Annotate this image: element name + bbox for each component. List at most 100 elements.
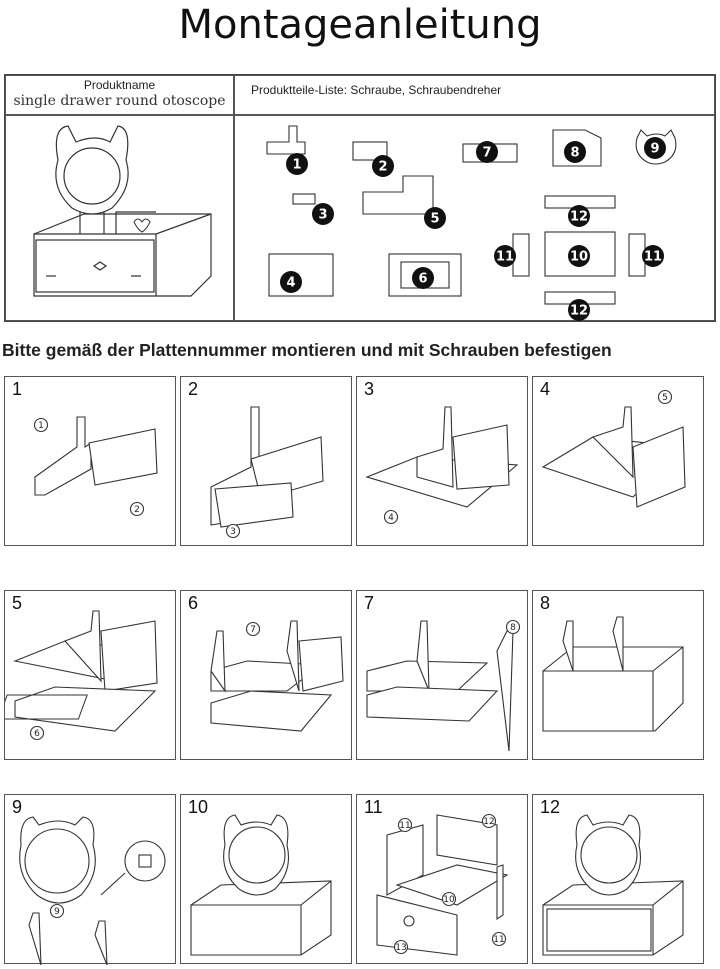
svg-text:11: 11 [496, 250, 514, 265]
svg-text:5: 5 [662, 393, 668, 403]
step-2-drawing: 3 [210, 406, 324, 539]
step-11-callout-11: 11 [491, 931, 507, 947]
part-number-badge-6: 6 [412, 267, 434, 289]
part-4-shape [268, 253, 334, 297]
parts-list-text: Produktteile-Liste: Schraube, Schraubend… [251, 83, 502, 97]
svg-text:10: 10 [443, 895, 455, 905]
svg-text:12: 12 [570, 304, 588, 319]
svg-text:7: 7 [250, 625, 256, 635]
assembly-instruction: Bitte gemäß der Plattennummer montieren … [2, 340, 612, 360]
step-2-callout-3: 3 [225, 523, 241, 539]
svg-text:11: 11 [644, 250, 662, 265]
svg-text:3: 3 [230, 527, 236, 537]
product-name-value: single drawer round otoscope [13, 93, 226, 109]
svg-text:3: 3 [318, 208, 327, 223]
svg-text:5: 5 [430, 212, 439, 227]
page-title: Montageanleitung [178, 2, 542, 48]
step-12-drawing [542, 814, 684, 956]
svg-text:7: 7 [482, 146, 491, 161]
part-number-badge-4: 4 [280, 271, 302, 293]
step-number: 5 [12, 593, 23, 613]
product-name-cell: Produktname single drawer round otoscope [5, 75, 234, 115]
parts-list-cell: Produktteile-Liste: Schraube, Schraubend… [234, 75, 715, 115]
svg-text:1: 1 [38, 421, 44, 431]
step-number: 3 [364, 379, 375, 399]
step-6-callout-7: 7 [245, 621, 261, 637]
part-number-badge-3: 3 [312, 203, 334, 225]
step-3-callout-4: 4 [383, 509, 399, 525]
step-11-drawing: 11 12 10 11 13 [376, 813, 509, 956]
step-number: 10 [188, 797, 209, 817]
svg-text:1: 1 [292, 158, 301, 173]
step-5-callout-6: 6 [29, 725, 45, 741]
step-number: 2 [188, 379, 199, 399]
part-number-badge-10: 10 [568, 245, 590, 267]
step-9-callout-9: 9 [49, 903, 65, 919]
step-11-callout-13: 13 [393, 939, 409, 955]
step-number: 12 [540, 797, 561, 817]
product-name-label: Produktname [83, 78, 156, 92]
part-number-badge-8: 8 [564, 141, 586, 163]
assembly-step-10: 10 [180, 794, 352, 964]
step-5-drawing: 6 [5, 610, 158, 741]
step-4-callout-5: 5 [657, 389, 673, 405]
svg-text:10: 10 [570, 250, 588, 265]
svg-text:6: 6 [34, 729, 40, 739]
part-1-shape [266, 125, 306, 155]
step-number: 1 [12, 379, 23, 399]
step-number: 9 [12, 797, 23, 817]
step-6-drawing: 7 [210, 620, 344, 732]
svg-text:4: 4 [388, 513, 394, 523]
product-overview-drawing [5, 115, 234, 321]
step-number: 4 [540, 379, 551, 399]
svg-text:2: 2 [378, 160, 387, 175]
part-number-badge-5: 5 [424, 207, 446, 229]
part-number-badge-12: 12 [568, 205, 590, 227]
svg-text:6: 6 [418, 272, 427, 287]
step-1-callout-2: 2 [129, 501, 145, 517]
step-1-drawing: 12 [33, 416, 158, 517]
svg-text:11: 11 [399, 821, 410, 831]
svg-text:9: 9 [650, 142, 659, 157]
part-5-shape [362, 175, 434, 215]
part-3-shape [292, 193, 316, 205]
svg-text:8: 8 [510, 623, 516, 633]
step-7-callout-8: 8 [505, 619, 521, 635]
step-1-callout-1: 1 [33, 417, 49, 433]
part-number-badge-11: 11 [642, 245, 664, 267]
part-number-badge-9: 9 [644, 137, 666, 159]
part-number-badge-12: 12 [568, 299, 590, 321]
assembly-step-11: 11 12 10 11 13 11 [356, 794, 528, 964]
svg-text:12: 12 [483, 817, 494, 827]
svg-text:12: 12 [570, 210, 588, 225]
assembly-step-12: 12 [532, 794, 704, 964]
step-number: 8 [540, 593, 551, 613]
step-11-callout-11: 11 [397, 817, 413, 833]
step-number: 6 [188, 593, 199, 613]
svg-text:4: 4 [286, 276, 295, 291]
svg-text:11: 11 [493, 935, 504, 945]
product-info-table: Produktname single drawer round otoscope… [4, 74, 716, 322]
svg-text:8: 8 [570, 146, 579, 161]
step-10-drawing [190, 814, 332, 956]
step-9-drawing: 9 [19, 816, 166, 965]
step-4-drawing: 5 [541, 389, 686, 508]
part-number-badge-11: 11 [494, 245, 516, 267]
step-8-drawing [542, 616, 684, 732]
step-11-callout-10: 10 [441, 891, 457, 907]
step-number: 7 [364, 593, 375, 613]
step-number: 11 [364, 797, 383, 817]
part-2-shape [352, 141, 388, 161]
step-7-drawing: 8 [366, 619, 521, 752]
step-11-callout-12: 12 [481, 813, 497, 829]
part-number-badge-2: 2 [372, 155, 394, 177]
part-number-badge-7: 7 [476, 141, 498, 163]
